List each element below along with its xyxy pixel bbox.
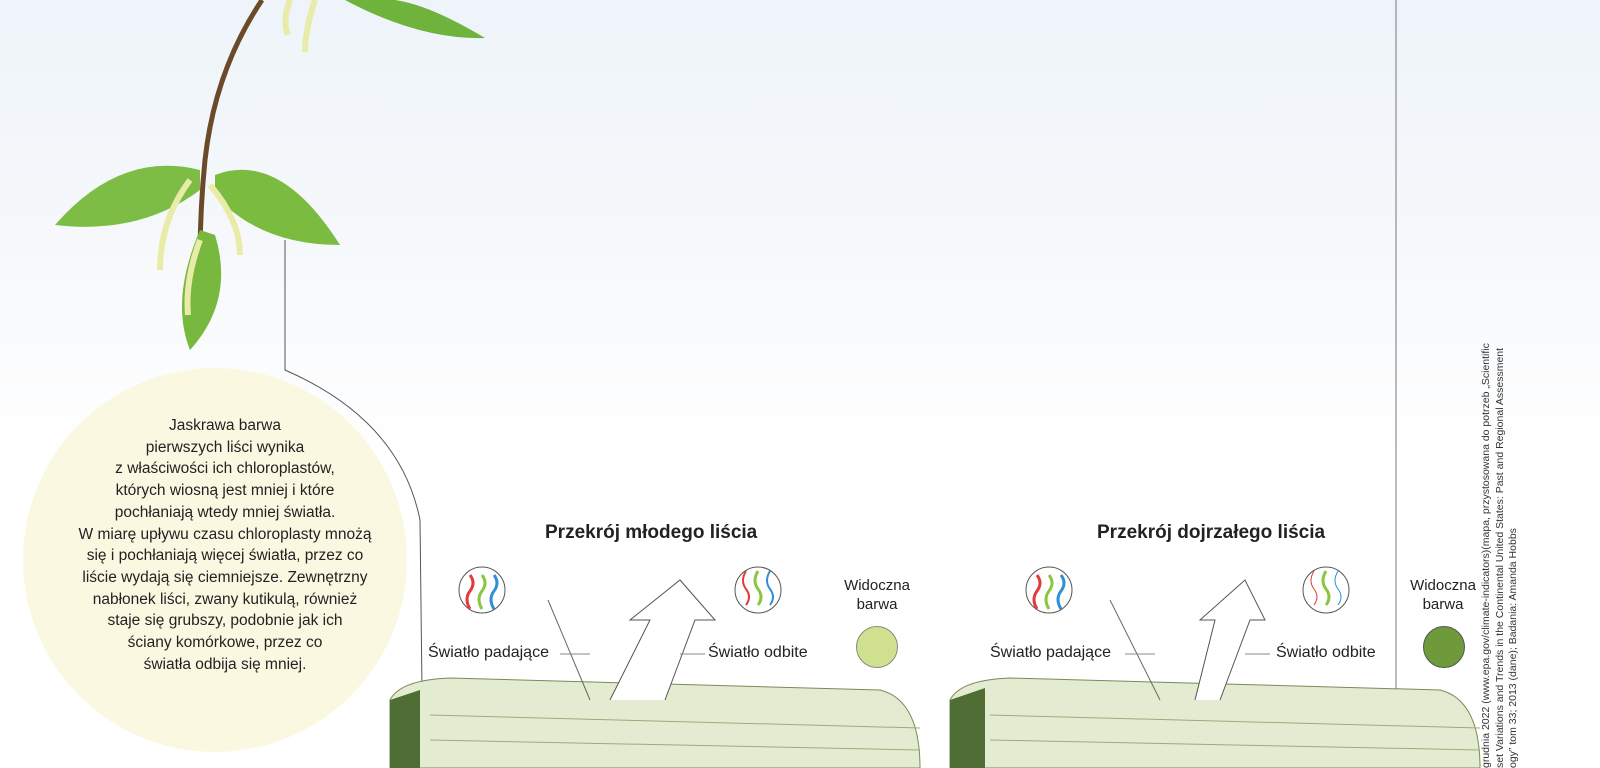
mature-incident-label: Światło padające <box>990 644 1111 661</box>
info-line: nabłonek liści, zwany kutikulą, również <box>92 590 358 608</box>
visible-label-line: barwa <box>1422 596 1464 613</box>
mature-section-title: Przekrój dojrzałego liścia <box>1097 522 1326 543</box>
info-text: Jaskrawa barwa pierwszych liści wynika z… <box>60 415 390 675</box>
young-visible-color-label: Widoczna barwa <box>832 576 922 614</box>
info-line: Jaskrawa barwa <box>169 417 281 434</box>
leader-line <box>284 240 423 691</box>
info-line: pierwszych liści wynika <box>145 438 305 456</box>
mature-visible-color-swatch <box>1423 626 1465 668</box>
info-line: pochłaniają wtedy mniej światła. <box>114 503 336 521</box>
info-line: się i pochłaniają więcej światła, przez … <box>86 547 364 565</box>
info-line: liście wydają się ciemniejsze. Zewnętrzn… <box>82 568 368 586</box>
mature-leaf-cross-section <box>949 566 1481 768</box>
mature-reflected-label: Światło odbite <box>1276 644 1376 661</box>
young-visible-color-swatch <box>856 626 898 668</box>
info-line: W miarę upływu czasu chloroplasty mnożą <box>78 525 372 543</box>
info-line: ściany komórkowe, przez co <box>127 634 323 652</box>
info-line: światła odbija się mniej. <box>143 655 307 673</box>
young-leaf-cross-section <box>389 566 921 768</box>
young-incident-label: Światło padające <box>428 644 549 661</box>
young-section-title: Przekrój młodego liścia <box>545 522 758 543</box>
credit-line: grudnia 2022 (www.epa.gov/climate-indica… <box>1480 343 1492 768</box>
mature-visible-color-label: Widoczna barwa <box>1398 576 1488 614</box>
info-line: których wiosną jest mniej i które <box>115 482 335 500</box>
visible-label-line: Widoczna <box>844 577 910 594</box>
info-line: z właściwości ich chloroplastów, <box>115 460 335 478</box>
plant-leaves <box>55 0 485 350</box>
credit-line: set Variations and Trends in the Contine… <box>1493 347 1506 768</box>
info-line: staje się grubszy, podobnie jak ich <box>107 612 343 630</box>
visible-label-line: barwa <box>856 596 898 613</box>
plant-stem <box>197 0 265 261</box>
info-circle-background <box>23 368 407 752</box>
credit-line: ogy” tom 33; 2013 (dane); Badania: Amand… <box>1507 528 1519 768</box>
young-reflected-label: Światło odbite <box>708 644 808 661</box>
source-credits: grudnia 2022 (www.epa.gov/climate-indica… <box>1480 298 1521 768</box>
visible-label-line: Widoczna <box>1410 577 1476 594</box>
